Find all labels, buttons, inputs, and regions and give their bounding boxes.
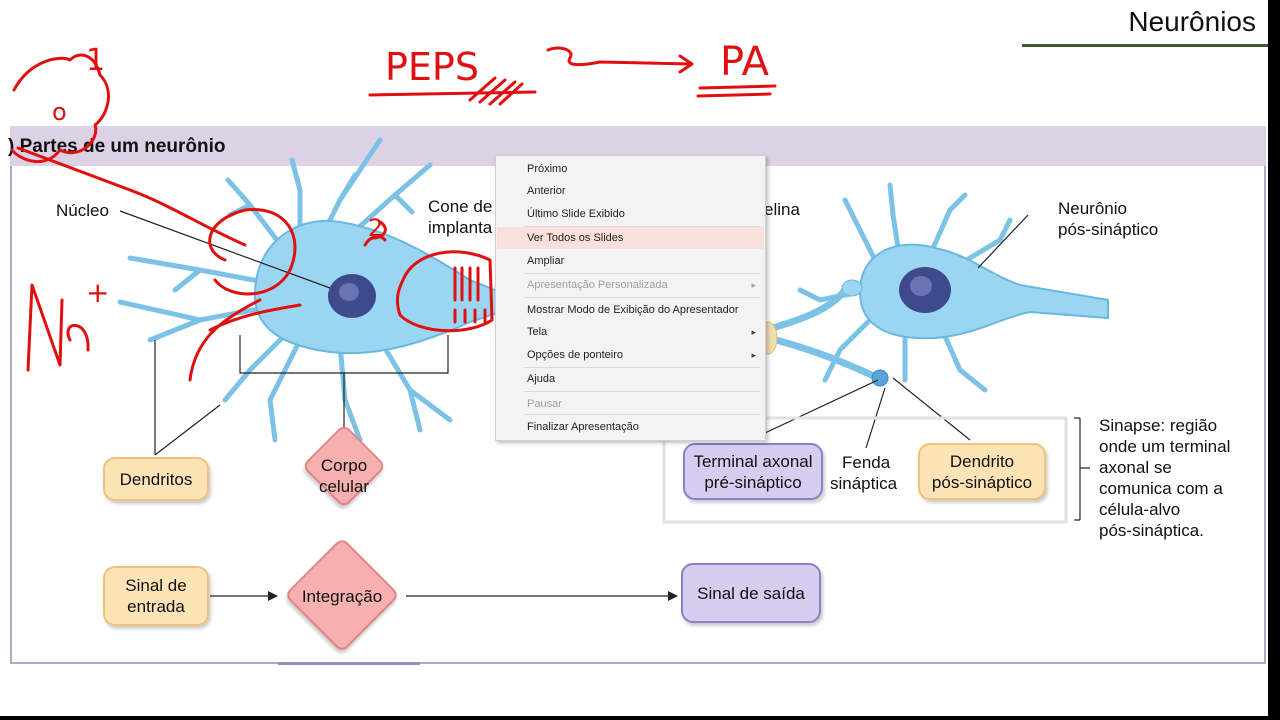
ink-text-plus: + bbox=[86, 276, 109, 309]
ink-arrow-head bbox=[678, 54, 694, 74]
ink-arrow-stroke bbox=[16, 146, 247, 247]
menu-separator bbox=[524, 391, 760, 392]
menu-separator bbox=[524, 226, 760, 227]
ink-hatch-marks bbox=[453, 266, 480, 302]
menu-separator bbox=[524, 367, 760, 368]
box-dendritos: Dendritos bbox=[103, 457, 209, 501]
sinapse-line: axonal se bbox=[1099, 458, 1172, 477]
axon-terminal-upper bbox=[841, 279, 863, 297]
label-cone-line1: Cone de bbox=[428, 197, 493, 216]
sinapse-line: célula-alvo bbox=[1099, 500, 1181, 519]
ink-circle-soma bbox=[208, 207, 297, 296]
submenu-arrow-icon: ▸ bbox=[751, 350, 756, 360]
arrow-head-input bbox=[268, 591, 278, 601]
ink-circle-axon-hillock bbox=[395, 250, 494, 333]
ink-underline-peps bbox=[368, 90, 537, 97]
ink-cell-sketch bbox=[10, 53, 110, 164]
box-sinal-entrada: Sinal de entrada bbox=[103, 566, 209, 626]
menu-item-modo-apresentador[interactable]: Mostrar Modo de Exibição do Apresentador bbox=[527, 304, 739, 316]
box-dendrito-pos-sinaptico: Dendrito pós-sináptico bbox=[918, 443, 1046, 500]
diamond-integracao-label: Integração bbox=[301, 587, 383, 606]
menu-item-anterior[interactable]: Anterior bbox=[527, 185, 566, 197]
ink-arrow-to-pa bbox=[546, 46, 692, 67]
box-sinal-saida: Sinal de saída bbox=[681, 563, 821, 623]
sinapse-line: comunica com a bbox=[1099, 479, 1223, 498]
menu-item-ultimo-slide[interactable]: Último Slide Exibido bbox=[527, 208, 625, 220]
menu-item-pausar[interactable]: Pausar bbox=[527, 398, 562, 410]
ink-letter-a bbox=[66, 324, 90, 352]
box-dendritos-label: Dendritos bbox=[119, 469, 193, 489]
menu-item-opcoes-ponteiro[interactable]: Opções de ponteiro ▸ bbox=[497, 344, 764, 366]
label-nucleo: Núcleo bbox=[56, 201, 109, 220]
ink-text-one: 1 bbox=[86, 43, 105, 78]
menu-item-ampliar[interactable]: Ampliar bbox=[527, 255, 565, 267]
label-fenda-line1: Fenda bbox=[842, 453, 891, 472]
axon-terminal-lower bbox=[871, 369, 889, 387]
ink-text-two: 2 bbox=[368, 214, 383, 242]
menu-item-proximo[interactable]: Próximo bbox=[527, 163, 568, 175]
arrow-head-output bbox=[668, 591, 678, 601]
menu-separator bbox=[524, 273, 760, 274]
menu-item-finalizar[interactable]: Finalizar Apresentação bbox=[527, 421, 639, 433]
ink-letter-n bbox=[26, 283, 64, 372]
presynaptic-axon bbox=[762, 286, 849, 334]
ink-text-peps: PEPS bbox=[385, 45, 479, 89]
menu-item-ajuda[interactable]: Ajuda bbox=[527, 373, 556, 385]
menu-separator bbox=[524, 297, 760, 298]
menu-item-tela[interactable]: Tela ▸ bbox=[497, 321, 764, 343]
label-neuronio-pos-line2: pós-sináptico bbox=[1058, 220, 1159, 239]
ink-current-arrows bbox=[188, 298, 302, 382]
slide-title: Neurônios bbox=[1128, 6, 1256, 37]
cell-body bbox=[253, 219, 501, 355]
submenu-arrow-icon: ▸ bbox=[751, 280, 756, 290]
ink-annotation-two bbox=[363, 220, 387, 247]
synapse-group-frame bbox=[662, 416, 1068, 524]
slideshow-context-menu[interactable]: Próximo Anterior Último Slide Exibido Ve… bbox=[495, 155, 766, 441]
sinapse-line: onde um terminal bbox=[1099, 437, 1231, 456]
label-neuronio-pos-line1: Neurônio bbox=[1058, 199, 1127, 218]
ink-text-pa: PA bbox=[720, 39, 770, 85]
sinapse-line: pós-sináptica. bbox=[1099, 521, 1204, 540]
ink-cross-hatch bbox=[468, 76, 524, 106]
ink-underline-pa bbox=[696, 84, 777, 98]
label-fenda-line2: sináptica bbox=[830, 474, 898, 493]
ink-text-zero: o bbox=[52, 98, 67, 126]
bottom-accent-bar bbox=[278, 662, 420, 665]
menu-separator bbox=[524, 414, 760, 415]
sinapse-line: Sinapse: região bbox=[1099, 416, 1218, 435]
title-underline bbox=[1022, 44, 1268, 47]
ink-hatch-marks-lower bbox=[453, 308, 487, 324]
menu-item-ver-todos[interactable]: Ver Todos os Slides bbox=[497, 227, 764, 249]
submenu-arrow-icon: ▸ bbox=[751, 327, 756, 337]
diamond-corpo-celular-label: Corpo celular bbox=[318, 456, 370, 496]
label-mielina: elina bbox=[764, 200, 800, 219]
label-cone-line2: implanta bbox=[428, 218, 493, 237]
menu-item-apresentacao-personalizada[interactable]: Apresentação Personalizada ▸ bbox=[497, 274, 764, 296]
box-terminal-axonal: Terminal axonal pré-sináptico bbox=[683, 443, 823, 500]
